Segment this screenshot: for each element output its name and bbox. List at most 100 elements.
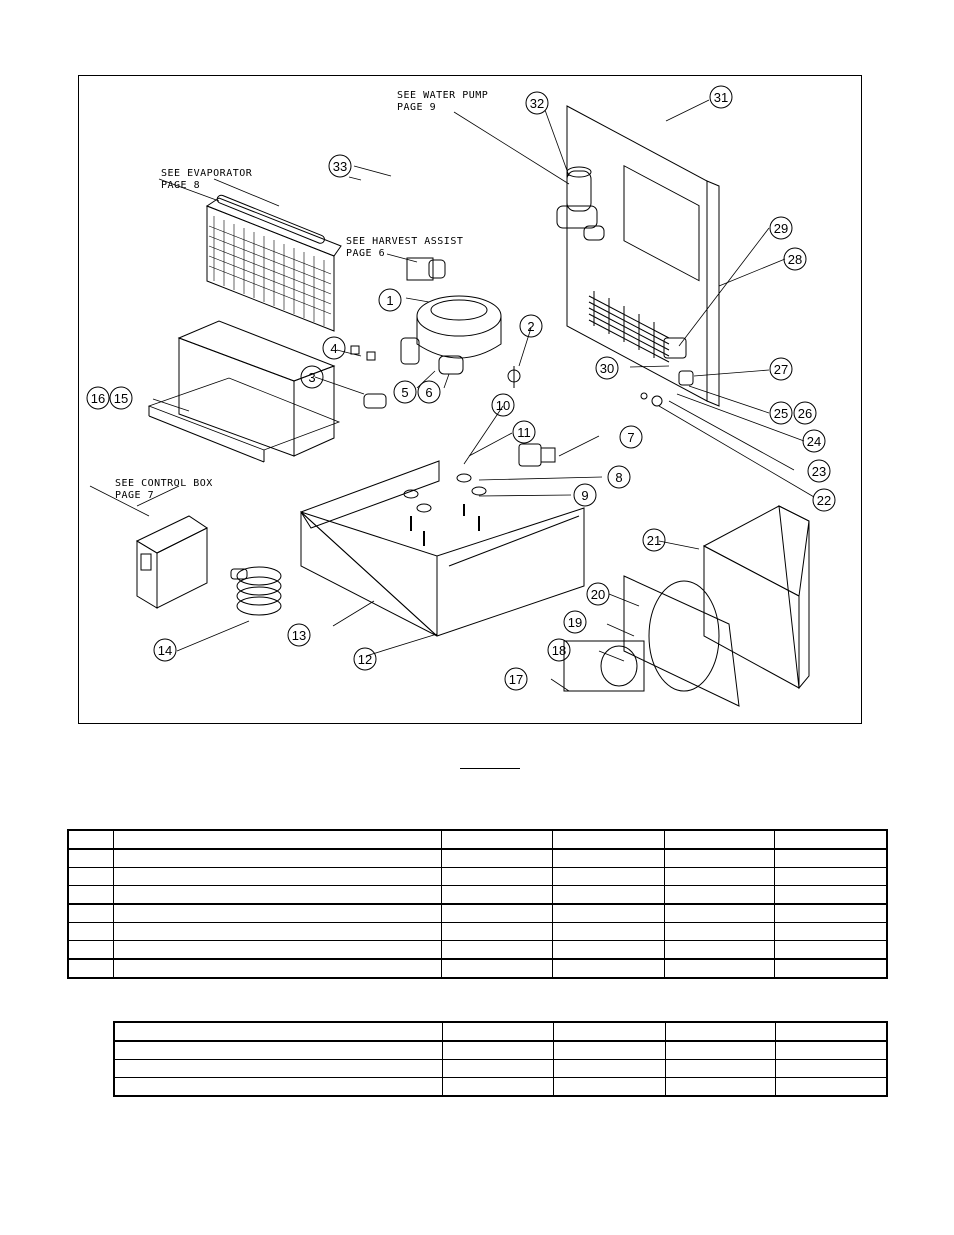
leader-lines [89, 99, 815, 692]
coil [230, 566, 282, 616]
water-pump [556, 166, 605, 241]
callout-harvest-assist-line1: SEE HARVEST ASSIST [346, 236, 463, 247]
svg-text:4: 4 [330, 341, 337, 356]
table-row [67, 848, 888, 868]
svg-text:30: 30 [600, 361, 614, 376]
balloon-6: 6 [417, 380, 441, 404]
callout-control-box-line2: PAGE 7 [115, 490, 154, 501]
callout-texts: SEE WATER PUMP PAGE 9 SEE EVAPORATOR PAG… [115, 90, 488, 501]
balloon-30: 30 [595, 356, 619, 380]
balloon-5: 5 [393, 380, 417, 404]
part-balloons: 1 2 3 4 5 6 7 8 9 10 11 12 13 14 15 16 1… [86, 85, 836, 691]
balloon-3: 3 [300, 365, 324, 389]
callout-water-pump-line1: SEE WATER PUMP [397, 90, 488, 101]
back-panel [566, 105, 720, 407]
balloon-24: 24 [802, 429, 826, 453]
callout-evaporator-line1: SEE EVAPORATOR [161, 168, 253, 179]
svg-text:8: 8 [615, 470, 622, 485]
balloon-14: 14 [153, 638, 177, 662]
table-row [113, 1021, 888, 1042]
table-row [67, 885, 888, 905]
svg-text:12: 12 [358, 652, 372, 667]
balloon-16: 16 [86, 386, 110, 410]
balloon-25: 25 [769, 401, 793, 425]
balloon-33: 33 [328, 154, 352, 178]
table-row [67, 829, 888, 850]
table-row [67, 903, 888, 923]
svg-text:28: 28 [788, 252, 802, 267]
balloon-10: 10 [491, 393, 515, 417]
svg-text:20: 20 [591, 587, 605, 602]
svg-text:29: 29 [774, 221, 788, 236]
balloon-2: 2 [519, 314, 543, 338]
svg-text:17: 17 [509, 672, 523, 687]
table-row [67, 922, 888, 941]
parts-table-1 [67, 829, 888, 979]
balloon-28: 28 [783, 247, 807, 271]
solenoid-valve [518, 443, 556, 467]
balloon-12: 12 [353, 647, 377, 671]
svg-text:1: 1 [386, 293, 393, 308]
table-row [113, 1077, 888, 1097]
diagram-drawing: SEE WATER PUMP PAGE 9 SEE EVAPORATOR PAG… [86, 85, 836, 707]
balloon-8: 8 [607, 465, 631, 489]
svg-text:23: 23 [812, 464, 826, 479]
svg-text:25: 25 [774, 406, 788, 421]
svg-text:5: 5 [401, 385, 408, 400]
base-pan [300, 460, 585, 637]
svg-text:32: 32 [530, 96, 544, 111]
svg-text:21: 21 [647, 533, 661, 548]
balloon-32: 32 [525, 91, 549, 115]
balloon-19: 19 [563, 610, 587, 634]
table-row [67, 958, 888, 979]
vent-louvers [588, 291, 670, 363]
balloon-11: 11 [512, 420, 536, 444]
svg-text:22: 22 [817, 493, 831, 508]
compressor [400, 295, 502, 375]
balloon-23: 23 [807, 459, 831, 483]
svg-text:16: 16 [91, 391, 105, 406]
svg-text:26: 26 [798, 406, 812, 421]
table-row [113, 1059, 888, 1078]
svg-text:11: 11 [517, 425, 531, 440]
parts-table-2 [113, 1021, 888, 1097]
harvest-assist [406, 257, 446, 281]
svg-text:27: 27 [774, 362, 788, 377]
svg-text:2: 2 [527, 319, 534, 334]
balloon-20: 20 [586, 582, 610, 606]
svg-text:3: 3 [308, 370, 315, 385]
table-row [113, 1040, 888, 1060]
small-fittings [350, 345, 521, 409]
svg-text:13: 13 [292, 628, 306, 643]
evaporator [205, 194, 342, 332]
callout-water-pump-line2: PAGE 9 [397, 102, 436, 113]
condenser [563, 505, 810, 707]
balloon-26: 26 [793, 401, 817, 425]
balloon-13: 13 [287, 623, 311, 647]
balloon-18: 18 [547, 638, 571, 662]
callout-control-box-line1: SEE CONTROL BOX [115, 478, 213, 489]
table-row [67, 940, 888, 960]
balloon-1: 1 [378, 288, 402, 312]
svg-text:10: 10 [496, 398, 510, 413]
balloon-15: 15 [109, 386, 133, 410]
balloon-22: 22 [812, 488, 836, 512]
svg-text:24: 24 [807, 434, 821, 449]
balloon-21: 21 [642, 528, 666, 552]
svg-text:33: 33 [333, 159, 347, 174]
balloon-31: 31 [709, 85, 733, 109]
svg-text:7: 7 [627, 430, 634, 445]
exploded-parts-diagram: SEE WATER PUMP PAGE 9 SEE EVAPORATOR PAG… [78, 75, 862, 724]
balloon-4: 4 [322, 336, 346, 360]
balloon-17: 17 [504, 667, 528, 691]
table-row [67, 867, 888, 886]
valve-parts [640, 337, 694, 407]
svg-text:31: 31 [714, 90, 728, 105]
svg-text:9: 9 [581, 488, 588, 503]
section-heading-underline [460, 768, 520, 769]
balloon-27: 27 [769, 357, 793, 381]
svg-text:6: 6 [425, 385, 432, 400]
balloon-7: 7 [619, 425, 643, 449]
front-shroud [147, 320, 341, 463]
svg-text:19: 19 [568, 615, 582, 630]
